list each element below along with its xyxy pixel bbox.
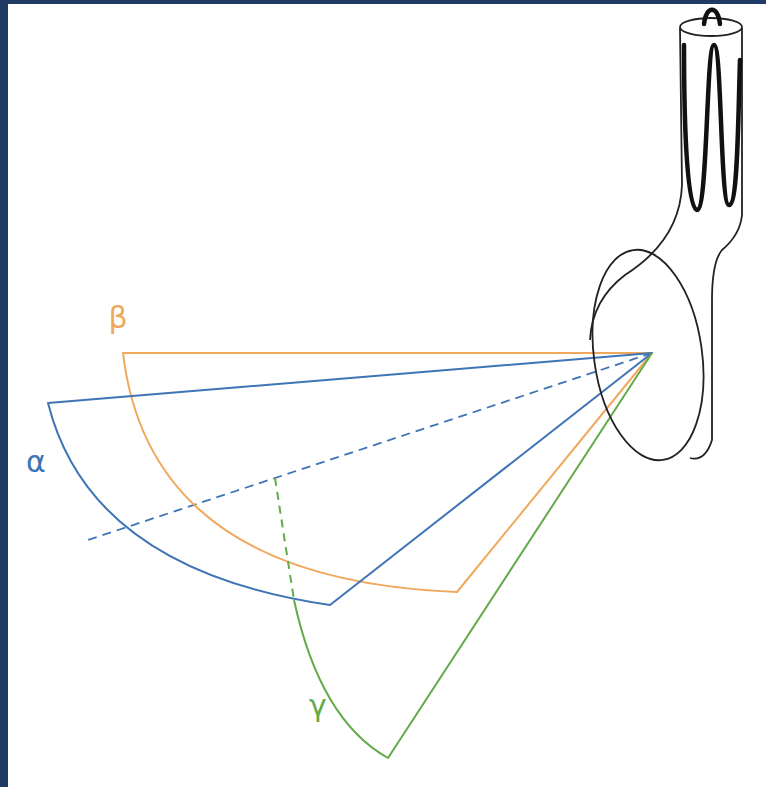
angle-sector: [123, 353, 652, 592]
angle-sector: [48, 353, 652, 605]
angle-sector: [294, 353, 652, 758]
angle-label: β: [108, 303, 127, 333]
angle-label: γ: [309, 691, 327, 721]
frame-edge: [0, 0, 766, 4]
valve-leaflet: [684, 45, 740, 210]
vessel-outline: [580, 18, 742, 467]
angle-label: α: [26, 447, 46, 477]
valve-leaflet: [704, 10, 720, 24]
angle-sector: [275, 478, 294, 600]
axis-line: [88, 353, 652, 540]
frame-edge: [0, 0, 8, 787]
